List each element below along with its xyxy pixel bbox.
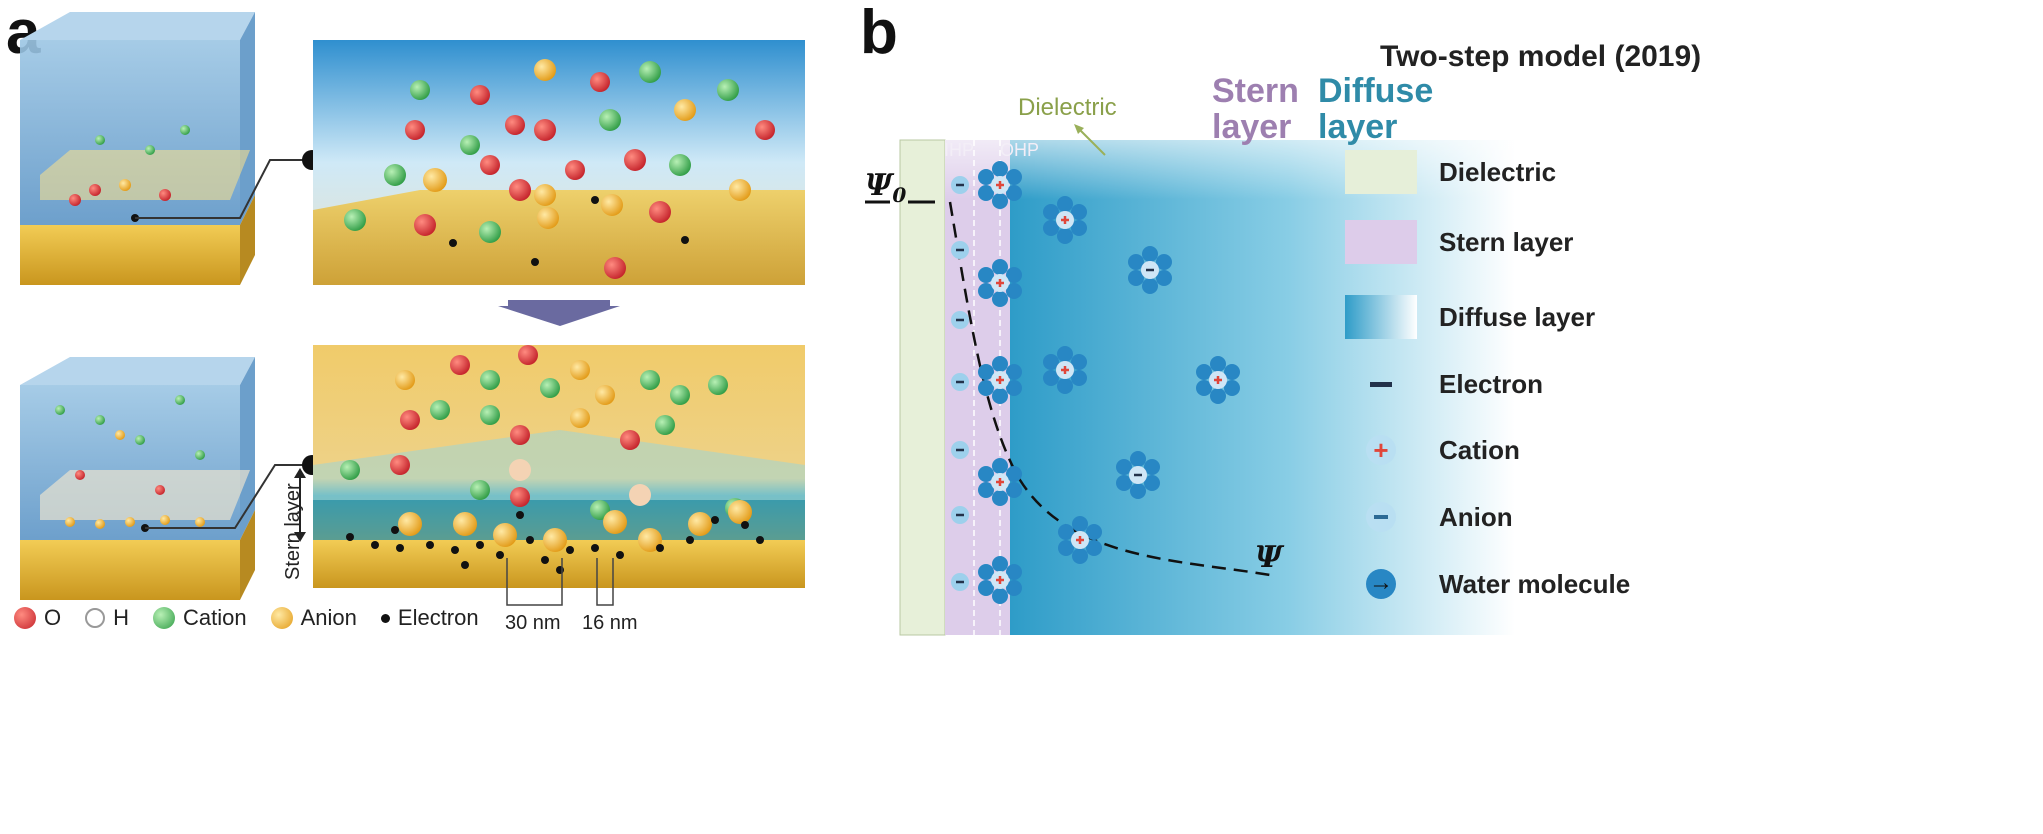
top-scene xyxy=(313,40,805,285)
scale-30nm: 30 nm xyxy=(505,612,561,634)
legend-stern: Stern layer xyxy=(1345,220,1573,264)
electron-icon xyxy=(380,613,390,623)
hydrated-cation xyxy=(978,556,1022,604)
ihp-anion xyxy=(951,441,969,459)
diffuse-layer-label: Diffuse layer xyxy=(282,354,304,465)
cation-icon: + xyxy=(1345,428,1417,472)
ihp-anion xyxy=(951,373,969,391)
ihp-label: IHP xyxy=(944,140,975,160)
water-molecule-icon: → xyxy=(1345,562,1417,606)
ihp-anion xyxy=(951,573,969,591)
hydrogen-icon xyxy=(85,608,106,628)
legend-dielectric: Dielectric xyxy=(1345,150,1556,194)
hydrated-cation xyxy=(1058,516,1102,564)
potential-curve xyxy=(948,201,1271,577)
hydrated-cation xyxy=(978,161,1022,209)
dielectric-pointer xyxy=(1074,124,1106,156)
diffuse-label: Diffuse layer xyxy=(1318,72,1434,146)
legend-electron-b: Electron xyxy=(1345,362,1543,406)
legend-o: O xyxy=(14,605,61,631)
legend-anion-b: Anion xyxy=(1345,495,1513,539)
stern-swatch xyxy=(1345,220,1417,264)
dielectric-swatch xyxy=(1345,150,1417,194)
dielectric-label: Dielectric xyxy=(1018,94,1117,121)
legend-electron: Electron xyxy=(380,605,479,631)
panel-b-title: Two-step model (2019) xyxy=(1380,40,1702,73)
legend-water: →Water molecule xyxy=(1345,562,1630,606)
stern-label: Stern layer xyxy=(1212,72,1299,146)
hydrated-cation xyxy=(1043,196,1087,244)
panel-a-legend: O H Cation Anion Electron xyxy=(14,605,503,631)
electron-icon xyxy=(1345,362,1417,406)
hydrated-cation xyxy=(1043,346,1087,394)
hydrated-cation xyxy=(978,356,1022,404)
legend-cation-b: +Cation xyxy=(1345,428,1520,472)
psi0-label: Ψ0 xyxy=(865,168,907,207)
oxygen-icon xyxy=(14,607,36,629)
hydrated-anion xyxy=(1116,451,1160,499)
ohp-label: OHP xyxy=(1000,140,1040,160)
anion-icon xyxy=(270,607,293,629)
ihp-anion xyxy=(951,176,969,194)
panel-a-illustration xyxy=(20,12,805,606)
stern-layer-label: Stern layer xyxy=(282,483,304,580)
diffuse-swatch xyxy=(1345,295,1417,339)
anion-icon xyxy=(1345,495,1417,539)
panel-b-letter: b xyxy=(860,0,898,67)
ihp-anion xyxy=(951,241,969,259)
legend-cation: Cation xyxy=(153,605,247,631)
ihp-anion xyxy=(951,506,969,524)
scale-16nm: 16 nm xyxy=(582,612,638,634)
transition-arrow xyxy=(498,300,620,326)
hydrated-cation xyxy=(978,458,1022,506)
hydrated-anion xyxy=(1128,246,1172,294)
bottom-scene xyxy=(313,345,805,606)
edl-diagram xyxy=(865,139,1515,636)
ihp-anion xyxy=(951,311,969,329)
legend-h: H xyxy=(85,605,129,631)
bottom-cube xyxy=(20,357,322,600)
psi-label: Ψ xyxy=(1255,540,1283,575)
legend-diffuse: Diffuse layer xyxy=(1345,295,1595,339)
legend-anion: Anion xyxy=(270,605,357,631)
top-cube xyxy=(20,12,322,285)
hydrated-cation xyxy=(978,259,1022,307)
hydrated-cation xyxy=(1196,356,1240,404)
cation-icon xyxy=(153,607,176,629)
